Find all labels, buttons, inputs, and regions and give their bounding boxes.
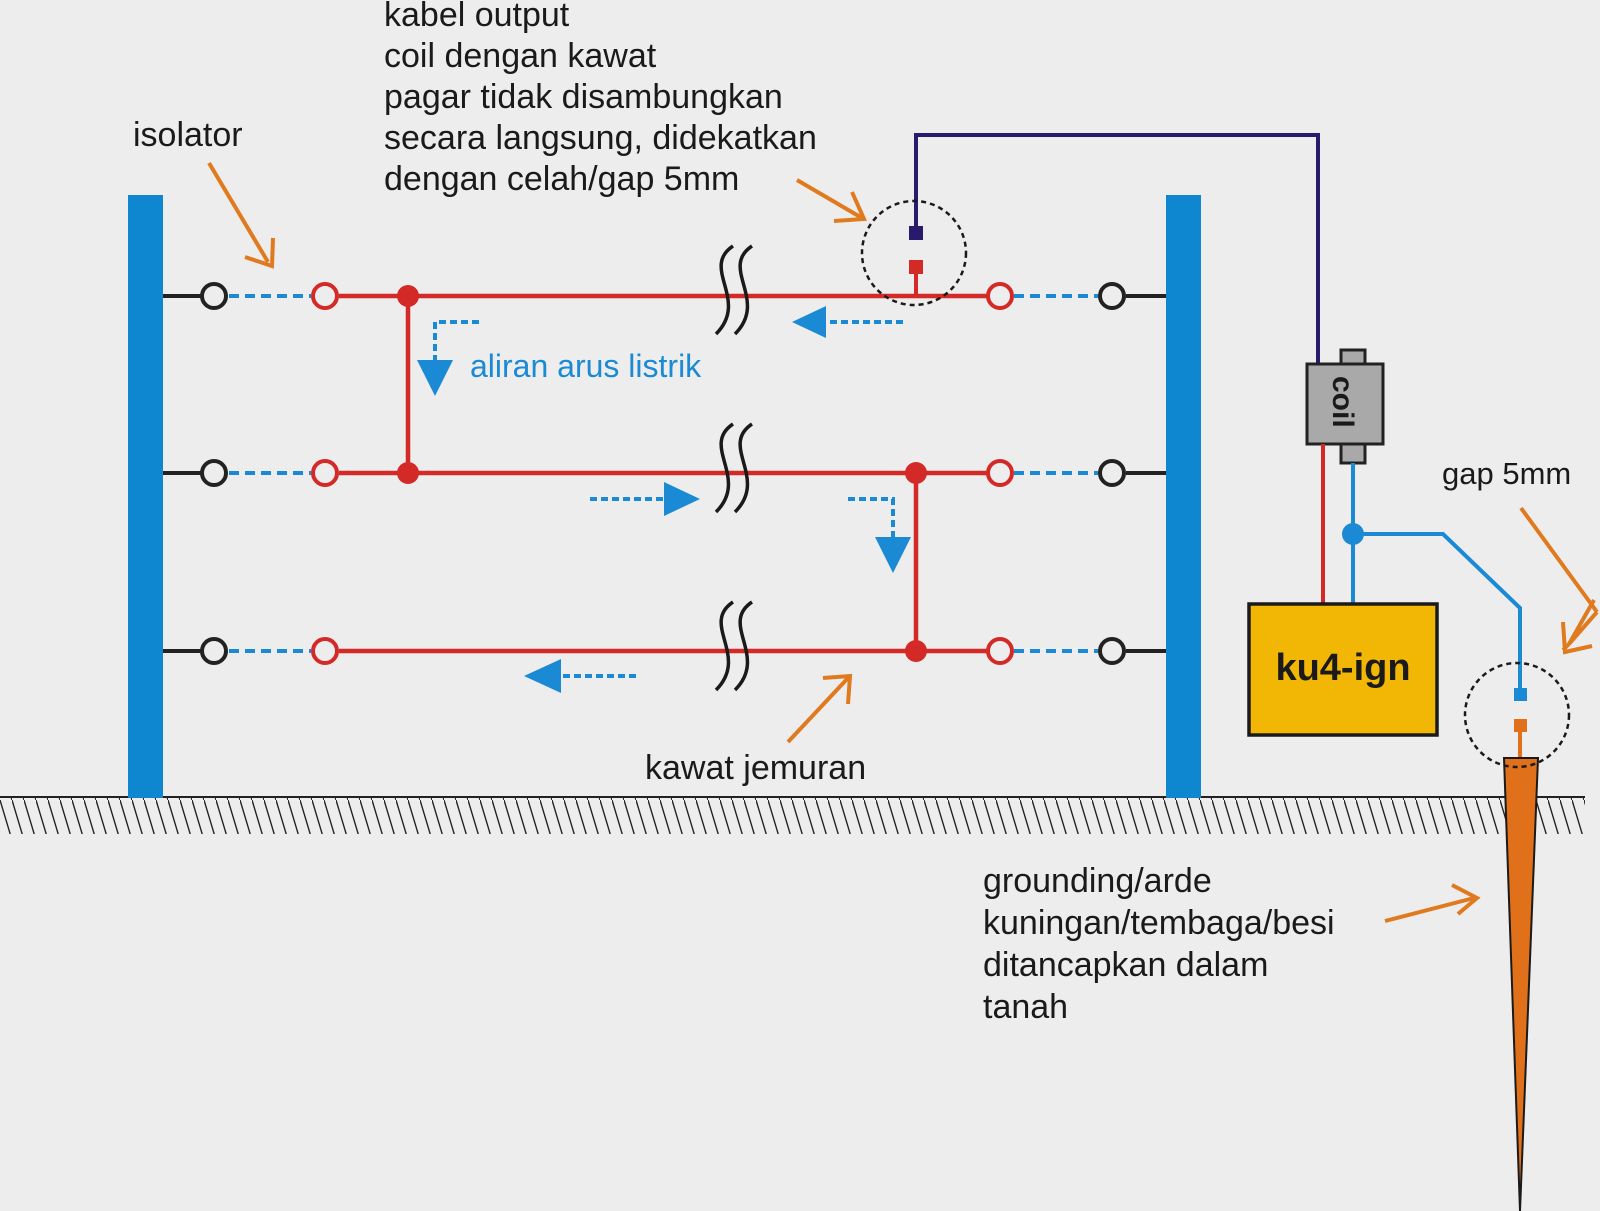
isolator-icon — [986, 459, 1014, 487]
output-cable-tip — [909, 226, 923, 240]
break-symbol — [714, 244, 754, 336]
flow-arrow-right-middle — [590, 482, 700, 516]
isolator-label: isolator — [133, 116, 243, 154]
isolator-icon — [1098, 459, 1126, 487]
gap-highlight-top — [860, 199, 968, 307]
clothesline-wire-label: kawat jemuran — [645, 749, 866, 787]
isolator-icon — [1098, 637, 1126, 665]
isolator-icon — [986, 637, 1014, 665]
break-symbol — [714, 422, 754, 514]
pointer-arrow-output — [795, 178, 867, 223]
ground-surface — [0, 797, 1585, 834]
isolator-icon — [200, 637, 228, 665]
flow-arrow-left-bottom — [524, 659, 636, 693]
output-note-line-4: secara langsung, didekatkan — [384, 119, 817, 157]
grounding-note-line-1: grounding/arde — [983, 862, 1212, 900]
grounding-note-line-2: kuningan/tembaga/besi — [983, 904, 1335, 942]
grounding-note-line-3: ditancapkan dalam — [983, 946, 1268, 984]
isolator-icon — [311, 282, 339, 310]
current-flow-label: aliran arus listrik — [470, 348, 702, 384]
fence-row-middle — [163, 459, 1166, 487]
pointer-arrow-ground — [1384, 883, 1481, 923]
left-post — [128, 195, 163, 798]
isolator-icon — [1098, 282, 1126, 310]
isolator-icon — [200, 282, 228, 310]
right-post — [1166, 195, 1201, 798]
output-note-line-1: kabel output — [384, 0, 570, 34]
ground-rod — [1502, 757, 1540, 1211]
ground-cable — [1353, 532, 1522, 692]
pointer-arrow-wire — [786, 673, 853, 744]
flow-arrow-down-left — [417, 320, 479, 396]
junction-dot — [397, 462, 419, 484]
device-box — [1247, 602, 1439, 737]
fence-contact-tip — [909, 260, 923, 274]
coil-icon: coil — [1305, 348, 1385, 465]
gap-label: gap 5mm — [1442, 456, 1571, 491]
break-symbol — [714, 600, 754, 692]
junction-dot — [905, 462, 927, 484]
coil-label: coil — [1326, 376, 1359, 428]
junction-dot — [397, 285, 419, 307]
output-note-line-2: coil dengan kawat — [384, 37, 657, 75]
flow-arrow-left-top — [792, 306, 903, 338]
output-cable — [914, 133, 1320, 368]
flow-arrow-down-right — [848, 497, 911, 573]
isolator-icon — [200, 459, 228, 487]
junction-dot — [905, 640, 927, 662]
output-note-line-5: dengan celah/gap 5mm — [384, 160, 739, 198]
pointer-arrow-gap-head — [1561, 599, 1599, 655]
pointer-arrow-isolator — [207, 161, 275, 269]
output-note-line-3: pagar tidak disambungkan — [384, 78, 783, 116]
grounding-note-line-4: tanah — [983, 988, 1068, 1026]
fence-row-top — [163, 282, 1166, 310]
isolator-icon — [986, 282, 1014, 310]
isolator-icon — [311, 637, 339, 665]
ground-rod-tip — [1514, 719, 1527, 732]
fence-row-bottom — [163, 637, 1166, 665]
pointer-arrow-gap — [1519, 506, 1599, 614]
ground-cable-tip — [1514, 688, 1527, 701]
gap-highlight-ground — [1463, 661, 1571, 769]
isolator-icon — [311, 459, 339, 487]
device-label: ku4-ign — [1275, 647, 1410, 689]
